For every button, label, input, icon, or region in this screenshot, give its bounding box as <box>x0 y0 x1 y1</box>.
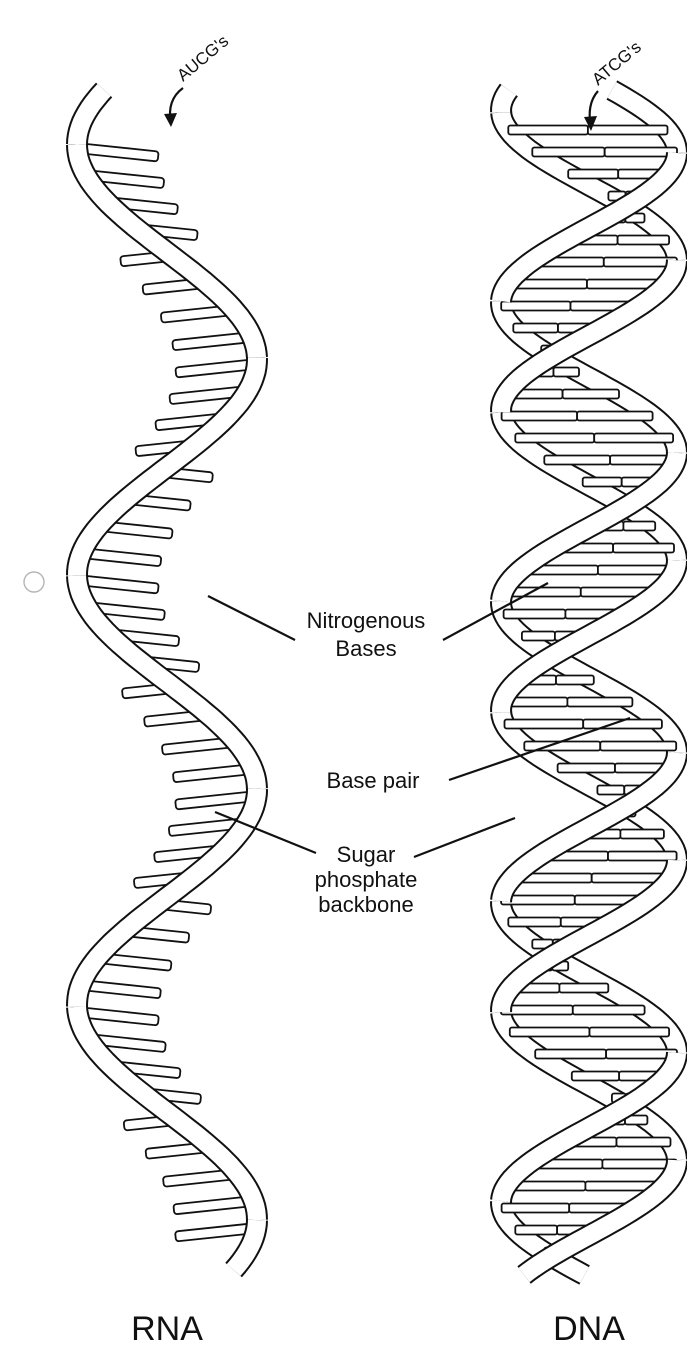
dna-base-pair-41-left <box>572 1072 619 1081</box>
dna-title: DNA <box>553 1310 625 1348</box>
nitrogenous-leader-rna <box>208 596 295 640</box>
dna-base-pair-13-left <box>502 412 577 421</box>
dna-base-pair-32 <box>512 874 671 883</box>
dna-base-pair-2-left <box>568 170 618 179</box>
dna-base-pair-39-right <box>590 1028 670 1037</box>
dna-base-pair-31-right <box>608 852 677 861</box>
dna-base-pair-48-left <box>515 1226 557 1235</box>
dna-base-pair-19 <box>521 566 676 575</box>
dna-base-pair-25 <box>505 720 662 729</box>
dna-base-pair-28-left <box>597 786 624 795</box>
dna-base-pair-24-right <box>567 698 632 707</box>
dna-base-pair-5-right <box>618 236 670 245</box>
base-pair-label: Base pair <box>327 768 420 793</box>
dna-base-pair-22-left <box>522 632 555 641</box>
dna-base-pair-40-left <box>535 1050 606 1059</box>
dna-base-pair-46 <box>506 1182 665 1191</box>
sugar-phosphate-label-line1: Sugar <box>337 842 396 867</box>
circle-marker-icon <box>24 572 44 592</box>
dna-base-pair-39-left <box>510 1028 590 1037</box>
rna-top-annotation: AUCG's <box>164 31 232 127</box>
dna-helix <box>501 90 677 1275</box>
dna-base-pair-12-right <box>563 390 619 399</box>
dna-base-pair-17-right <box>623 522 655 531</box>
dna-base-pair-13-right <box>577 412 653 421</box>
dna-base-pair-34-left <box>508 918 561 927</box>
sugar-leader-dna <box>414 818 515 857</box>
dna-base-pair-7 <box>508 280 667 289</box>
dna-base-pair-0-right <box>588 126 668 135</box>
dna-base-pair-13 <box>502 412 653 421</box>
dna-base-pair-14 <box>515 434 673 443</box>
dna-base-pair-14-right <box>594 434 673 443</box>
rna-bases-label: AUCG's <box>173 31 232 85</box>
sugar-phosphate-annotation: Sugar phosphate backbone <box>215 812 515 917</box>
rna-title: RNA <box>131 1310 203 1348</box>
nitrogenous-bases-label-line2: Bases <box>335 636 396 661</box>
dna-base-pair-21-left <box>504 610 566 619</box>
rna-strand-front-0-fill <box>77 90 104 145</box>
dna-base-pair-39 <box>510 1028 669 1037</box>
dna-base-pair-23-right <box>556 676 594 685</box>
sugar-phosphate-label-line3: backbone <box>318 892 413 917</box>
dna-base-pair-27 <box>558 764 673 773</box>
dna-base-pair-27-left <box>558 764 615 773</box>
dna-base-pair-24 <box>502 698 632 707</box>
dna-base-pair-15-left <box>544 456 610 465</box>
dna-base-pair-14-left <box>515 434 594 443</box>
dna-base-pair-1-left <box>532 148 604 157</box>
nitrogenous-bases-label-line1: Nitrogenous <box>307 608 426 633</box>
dna-base-pair-15 <box>544 456 676 465</box>
dna-base-pair-38-right <box>573 1006 645 1015</box>
dna-base-pair-1 <box>532 148 677 157</box>
dna-base-pair-30-right <box>620 830 664 839</box>
dna-base-pair-38 <box>501 1006 645 1015</box>
dna-base-pair-9-left <box>513 324 558 333</box>
dna-base-pair-0 <box>508 126 667 135</box>
dna-base-pair-47-left <box>502 1204 570 1213</box>
dna-base-pair-26-right <box>600 742 676 751</box>
dna-base-pair-44-right <box>617 1138 671 1147</box>
dna-base-pair-16-left <box>583 478 622 487</box>
dna-base-pair-37-right <box>559 984 608 993</box>
dna-bases-label: ATCG's <box>588 37 644 89</box>
dna-base-pair-40 <box>535 1050 677 1059</box>
dna-base-pair-11-right <box>554 368 580 377</box>
dna-base-pair-12 <box>506 390 619 399</box>
dna-base-pair-18-right <box>613 544 674 553</box>
rna-helix <box>77 90 258 1270</box>
sugar-phosphate-label-line2: phosphate <box>315 867 418 892</box>
rna-arrowhead <box>164 113 177 127</box>
dna-base-pair-25-left <box>505 720 584 729</box>
dna-base-pair-8-left <box>501 302 570 311</box>
dna-base-pair-0-left <box>508 126 588 135</box>
